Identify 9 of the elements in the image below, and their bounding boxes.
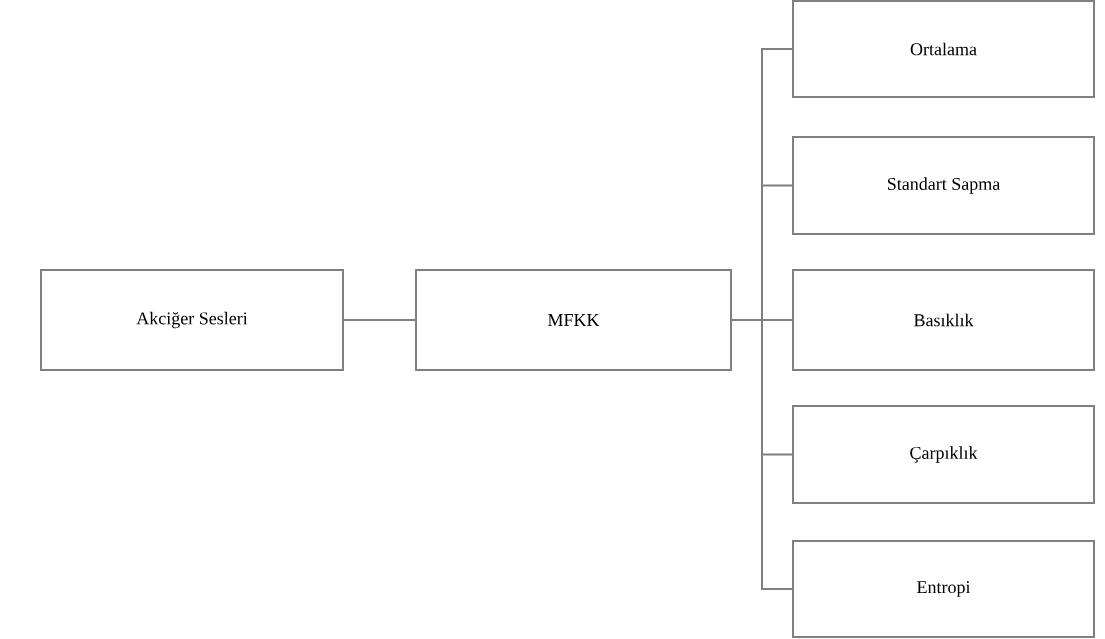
process-box: Standart Sapma xyxy=(792,136,1095,235)
process-box: Entropi xyxy=(792,540,1095,638)
process-box: Akciğer Sesleri xyxy=(40,269,344,371)
connector-line xyxy=(343,319,416,321)
process-box: Basıklık xyxy=(792,269,1095,371)
process-box: Çarpıklık xyxy=(792,405,1095,504)
process-box: MFKK xyxy=(415,269,732,371)
process-box: Ortalama xyxy=(792,0,1095,98)
connector-line xyxy=(731,319,793,590)
